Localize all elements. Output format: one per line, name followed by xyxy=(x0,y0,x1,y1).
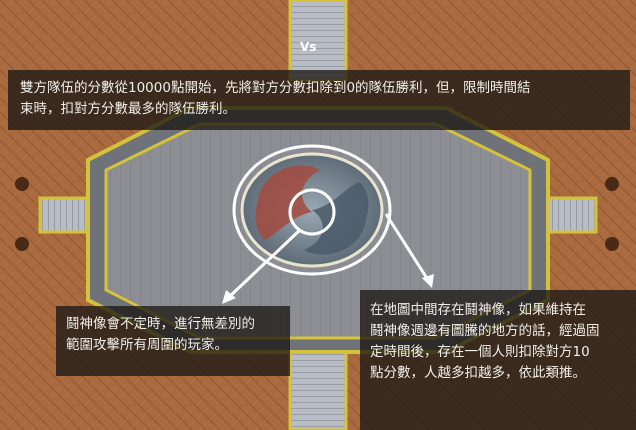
rules-line: 束時，扣對方分數最多的隊伍勝利。 xyxy=(20,101,236,117)
statue-attack-callout: 鬪神像會不定時，進行無差別的 範圍攻擊所有周圍的玩家。 xyxy=(56,306,290,376)
statue-hold-line: 鬪神像週邊有圖騰的地方的話，經過固 xyxy=(370,323,600,339)
rules-line: 雙方隊伍的分數從10000點開始，先將對方分數扣除到0的隊伍勝利，但，限制時間結 xyxy=(20,80,531,96)
statue-attack-arrowhead xyxy=(222,290,236,304)
totem-swirl-red xyxy=(255,165,320,240)
statue-hold-line: 點分數，人越多扣越多，依此類推。 xyxy=(370,365,586,381)
corner-decoration xyxy=(15,177,29,191)
corner-decoration xyxy=(15,237,29,251)
corner-decoration xyxy=(605,237,619,251)
statue-hold-line: 定時間後，存在一個人則扣除對方10 xyxy=(370,344,590,360)
statue-attack-pointer xyxy=(226,228,302,300)
statue-hold-callout: 在地圖中間存在鬪神像，如果維持在 鬪神像週邊有圖騰的地方的話，經過固 定時間後，… xyxy=(360,290,636,430)
vs-marker: Vs xyxy=(300,40,317,54)
totem-area-ring xyxy=(232,144,392,276)
statue-attack-line: 鬪神像會不定時，進行無差別的 xyxy=(66,316,255,332)
totem-swirl-blue xyxy=(304,182,369,255)
statue-hold-line: 在地圖中間存在鬪神像，如果維持在 xyxy=(370,302,586,318)
corner-decoration xyxy=(605,177,619,191)
statue-attack-line: 範圍攻擊所有周圍的玩家。 xyxy=(66,337,228,353)
statue-ring xyxy=(288,188,336,236)
statue-hold-arrowhead xyxy=(422,274,434,288)
north-corridor xyxy=(288,0,348,82)
rules-callout: 雙方隊伍的分數從10000點開始，先將對方分數扣除到0的隊伍勝利，但，限制時間結… xyxy=(8,70,630,130)
statue-hold-pointer xyxy=(384,213,430,281)
